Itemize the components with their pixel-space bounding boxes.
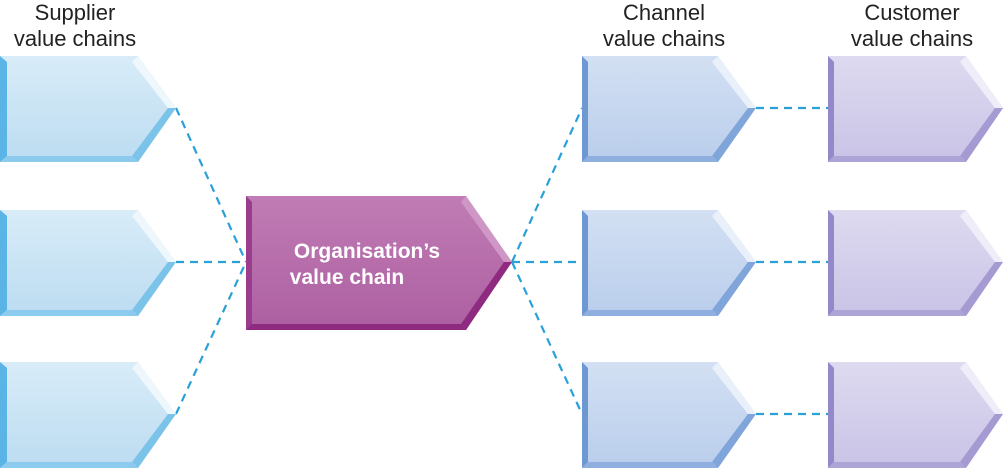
customer-chevron-1	[828, 56, 1003, 162]
connector-supplier-3	[175, 261, 247, 415]
channel-title-line2: value chains	[602, 26, 726, 51]
customer-title-line2: value chains	[850, 26, 974, 51]
customer-chevron-3	[828, 362, 1003, 468]
supplier-chevron-1	[0, 56, 176, 162]
organisation-chevron: Organisation’s value chain	[246, 196, 512, 330]
connectors	[174, 106, 828, 416]
connector-channel-1	[510, 107, 584, 263]
connector-supplier-1	[174, 107, 248, 263]
channel-column-title: Channel value chains	[584, 0, 744, 52]
customer-title-line1: Customer	[864, 0, 960, 25]
channel-chevron-1	[582, 56, 756, 162]
supplier-chevron-2	[0, 210, 176, 316]
supplier-column-title: Supplier value chains	[0, 0, 150, 52]
organisation-label-line2: value chain	[290, 266, 404, 289]
supplier-chevron-3	[0, 362, 176, 468]
channel-chevron-2	[582, 210, 756, 316]
channel-title-line1: Channel	[623, 0, 705, 25]
supplier-title-line1: Supplier	[34, 0, 116, 25]
channel-chevron-3	[582, 362, 756, 468]
customer-column-title: Customer value chains	[832, 0, 992, 52]
customer-chevron-2	[828, 210, 1003, 316]
supplier-title-line2: value chains	[13, 26, 137, 51]
connector-channel-3	[511, 261, 583, 415]
organisation-label-line1: Organisation’s	[294, 240, 440, 263]
